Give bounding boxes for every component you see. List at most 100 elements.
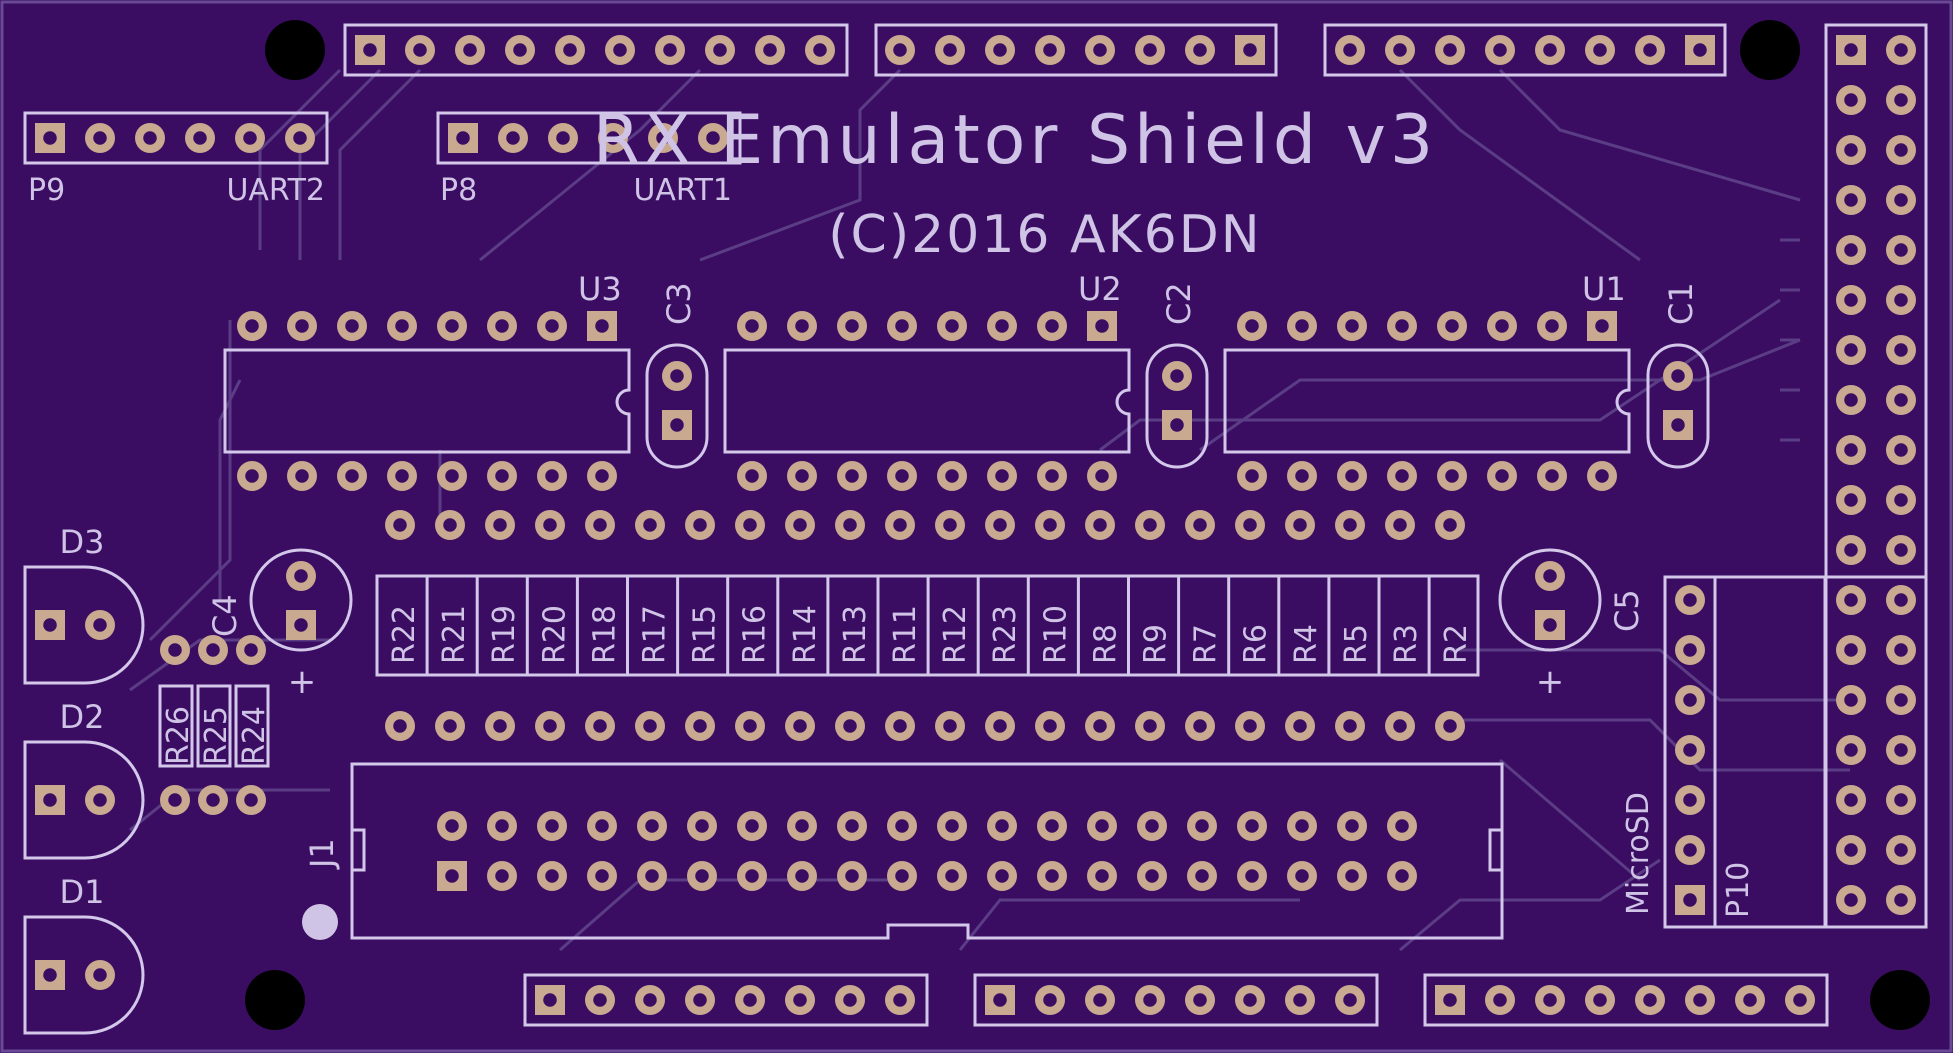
pad-hole xyxy=(1193,719,1207,733)
pad-hole xyxy=(43,618,57,632)
pad-hole xyxy=(1095,319,1109,333)
pad-hole xyxy=(1095,469,1109,483)
pad-hole xyxy=(943,43,957,57)
pad-hole xyxy=(1193,518,1207,532)
pad-hole xyxy=(843,993,857,1007)
mounting-hole xyxy=(245,970,305,1030)
pad-hole xyxy=(843,719,857,733)
pad-hole xyxy=(543,719,557,733)
header-outline xyxy=(1423,973,1829,1027)
pad-hole xyxy=(206,643,220,657)
pad-hole xyxy=(795,819,809,833)
pad-hole xyxy=(795,469,809,483)
pad-hole xyxy=(643,719,657,733)
pad-hole xyxy=(693,993,707,1007)
right-header-outline xyxy=(1824,23,1928,929)
pad-hole xyxy=(1345,819,1359,833)
pad-hole xyxy=(795,319,809,333)
header-outline xyxy=(1323,23,1727,77)
pad-hole xyxy=(1243,719,1257,733)
pad-hole xyxy=(245,469,259,483)
pad-hole xyxy=(606,131,620,145)
pad-hole xyxy=(1693,993,1707,1007)
pad-hole xyxy=(93,793,107,807)
pad-hole xyxy=(743,518,757,532)
pad-hole xyxy=(445,469,459,483)
pad-hole xyxy=(1295,819,1309,833)
pad-hole xyxy=(1143,719,1157,733)
pad-hole xyxy=(1894,543,1908,557)
pad-hole xyxy=(1593,43,1607,57)
pad-hole xyxy=(993,719,1007,733)
c5-outline xyxy=(1498,548,1602,652)
pad-hole xyxy=(443,719,457,733)
pad-hole xyxy=(543,993,557,1007)
pad-hole xyxy=(1683,743,1697,757)
j1-outline xyxy=(350,762,1504,940)
header-outlines xyxy=(23,23,1928,1027)
resistor-label: R21 xyxy=(437,605,472,664)
pad-hole xyxy=(43,968,57,982)
pad-hole xyxy=(295,469,309,483)
pad-hole xyxy=(1045,319,1059,333)
resistor-label: R9 xyxy=(1139,624,1174,664)
p9-outline xyxy=(23,111,329,165)
pad-hole xyxy=(893,43,907,57)
pad-hole xyxy=(893,719,907,733)
j1-key xyxy=(350,828,366,872)
pad-hole xyxy=(895,469,909,483)
pad-hole xyxy=(670,418,684,432)
pad-hole xyxy=(1493,43,1507,57)
pad-hole xyxy=(995,869,1009,883)
pad-hole xyxy=(1243,993,1257,1007)
pad-hole xyxy=(706,131,720,145)
small-resistor-outline xyxy=(234,684,270,768)
pad-hole xyxy=(545,469,559,483)
pad-hole xyxy=(593,719,607,733)
pad-hole xyxy=(1844,243,1858,257)
pad-hole xyxy=(1243,43,1257,57)
pad-hole xyxy=(593,518,607,532)
pad-hole xyxy=(1683,593,1697,607)
pad-hole xyxy=(93,968,107,982)
ic-body xyxy=(1223,348,1631,454)
pad-hole xyxy=(845,819,859,833)
pad-hole xyxy=(393,719,407,733)
resistor-label: R13 xyxy=(838,605,873,664)
pad-hole xyxy=(345,469,359,483)
c5-plus: + xyxy=(1536,662,1565,702)
pad-hole xyxy=(206,793,220,807)
c3-ref: C3 xyxy=(660,282,698,325)
pad-hole xyxy=(745,319,759,333)
small-resistor-outline xyxy=(196,684,232,768)
pad-hole xyxy=(1045,469,1059,483)
pad-hole xyxy=(1245,469,1259,483)
resistor-label: R15 xyxy=(688,605,723,664)
pad-hole xyxy=(294,618,308,632)
pad-hole xyxy=(693,518,707,532)
resistor-label: R4 xyxy=(1289,624,1324,664)
p10-outline xyxy=(1663,575,1827,929)
resistor-label: R14 xyxy=(788,605,823,664)
pad-hole xyxy=(743,719,757,733)
pad-hole xyxy=(1844,143,1858,157)
p8-label: UART1 xyxy=(633,173,732,208)
pad-hole xyxy=(995,819,1009,833)
pad-hole xyxy=(1844,43,1858,57)
pad-hole xyxy=(506,131,520,145)
pad-hole xyxy=(495,469,509,483)
mounting-holes xyxy=(245,20,1930,1030)
pad-hole xyxy=(695,819,709,833)
pad-hole xyxy=(543,518,557,532)
pad-hole xyxy=(1894,693,1908,707)
p8-ref: P8 xyxy=(440,173,477,208)
pad-hole xyxy=(1193,993,1207,1007)
resistor-label: R19 xyxy=(487,605,522,664)
pad-hole xyxy=(1543,569,1557,583)
pad-hole xyxy=(493,719,507,733)
pad-hole xyxy=(1693,43,1707,57)
pad-hole xyxy=(413,43,427,57)
p9-ref: P9 xyxy=(28,173,65,208)
pad-hole xyxy=(1743,993,1757,1007)
